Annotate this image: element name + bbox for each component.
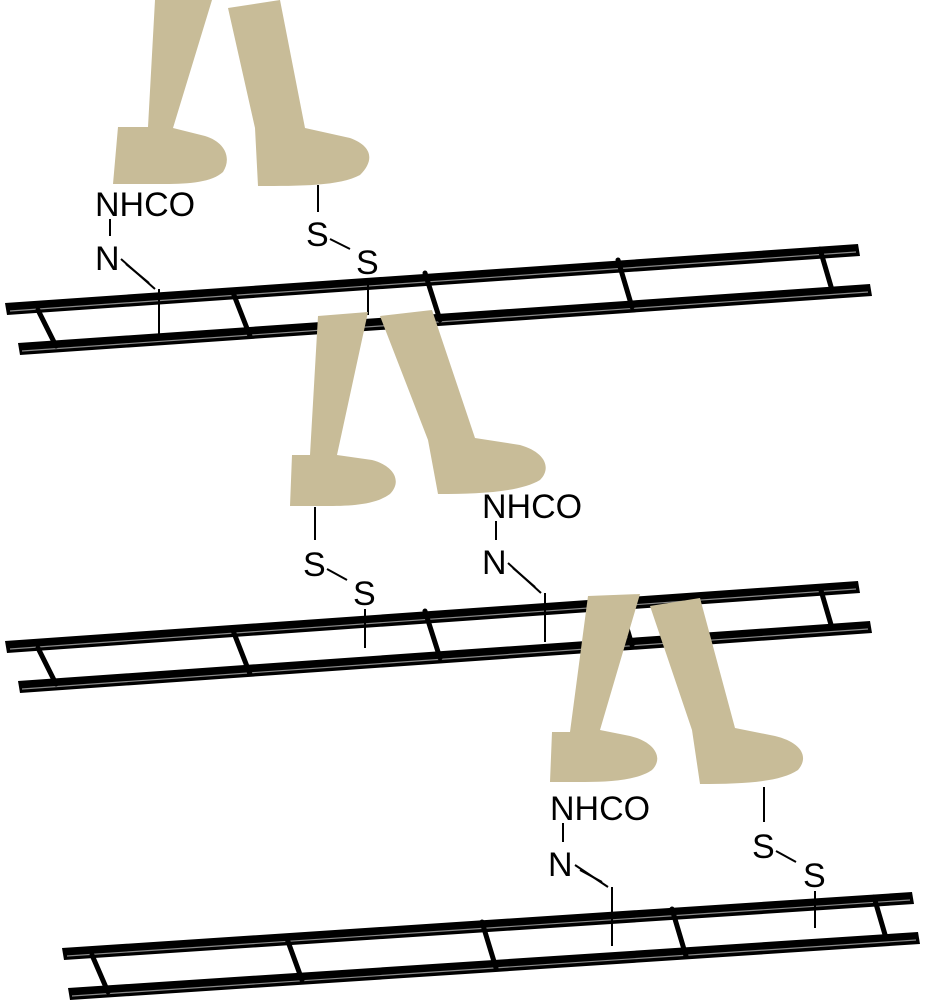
label-nhco: NHCO: [95, 186, 195, 224]
track-2-rung: [422, 608, 443, 661]
label-n: N: [95, 240, 120, 278]
track-1-rung: [817, 246, 835, 293]
label-s: S: [353, 575, 376, 613]
walker-2: [290, 310, 546, 506]
track-1-rung: [422, 270, 443, 323]
track-2-rung: [35, 645, 59, 687]
track-3-upper-rail: [62, 892, 914, 960]
track-1-rungs: [35, 246, 835, 349]
bond-s-s: [775, 850, 797, 863]
track-2-lower-rail-shine: [21, 628, 869, 690]
label-s: S: [752, 828, 775, 866]
track-1-rung: [35, 307, 59, 349]
track-2-upper-rail-shine: [9, 588, 857, 650]
track-3-rung: [89, 952, 111, 995]
label-s: S: [803, 857, 826, 895]
disulfide-linker-2: S S: [303, 507, 376, 648]
track-1-lower-rail-shine: [21, 291, 869, 352]
track-1: [5, 244, 872, 355]
track-3-upper-rail-shine: [66, 899, 911, 957]
step-1: NHCO N S S: [5, 0, 872, 355]
disulfide-linker-3: S S: [752, 787, 826, 928]
walker-1: [113, 0, 370, 186]
step-2: S S NHCO N: [5, 310, 872, 693]
walker-leg-right: [650, 598, 804, 784]
track-3: [62, 892, 920, 1000]
track-2-lower-rail: [18, 621, 872, 693]
track-3-rung: [669, 906, 689, 959]
track-1-upper-rail-shine: [9, 251, 857, 312]
walker-leg-left: [113, 0, 227, 184]
label-nhco: NHCO: [550, 790, 650, 828]
track-3-rung: [283, 933, 305, 983]
bond-double-inner: [125, 263, 150, 284]
bond-s-s: [326, 568, 348, 581]
label-n: N: [482, 544, 507, 582]
disulfide-linker-1: S S: [306, 185, 379, 315]
bond-double-inner: [579, 869, 603, 883]
track-2-upper-rail: [5, 581, 860, 653]
track-2: [5, 581, 872, 693]
bond-s-s: [329, 238, 351, 250]
label-s: S: [306, 216, 329, 254]
track-3-rung: [871, 894, 889, 941]
track-2-rung: [817, 584, 835, 631]
hydrazone-linker-3: NHCO N: [548, 790, 650, 946]
step-3: NHCO N S S: [62, 594, 920, 1000]
walker-leg-right: [380, 310, 546, 494]
hydrazone-linker-2: NHCO N: [482, 488, 582, 642]
hydrazone-linker-1: NHCO N: [95, 186, 195, 340]
walker-leg-left: [290, 312, 396, 506]
walker-3: [550, 594, 804, 784]
bond-double-inner: [512, 567, 536, 588]
walker-leg-right: [228, 0, 370, 186]
track-1-upper-rail: [5, 244, 860, 315]
walker-leg-left: [550, 594, 658, 782]
track-3-rung: [479, 919, 499, 971]
label-nhco: NHCO: [482, 488, 582, 526]
label-s: S: [303, 546, 326, 584]
track-1-rung: [229, 287, 253, 339]
label-n: N: [548, 846, 573, 884]
track-3-rungs: [89, 894, 889, 995]
track-2-rung: [229, 625, 253, 677]
label-s: S: [356, 244, 379, 282]
track-1-lower-rail: [18, 284, 872, 355]
track-1-rung: [615, 257, 635, 310]
